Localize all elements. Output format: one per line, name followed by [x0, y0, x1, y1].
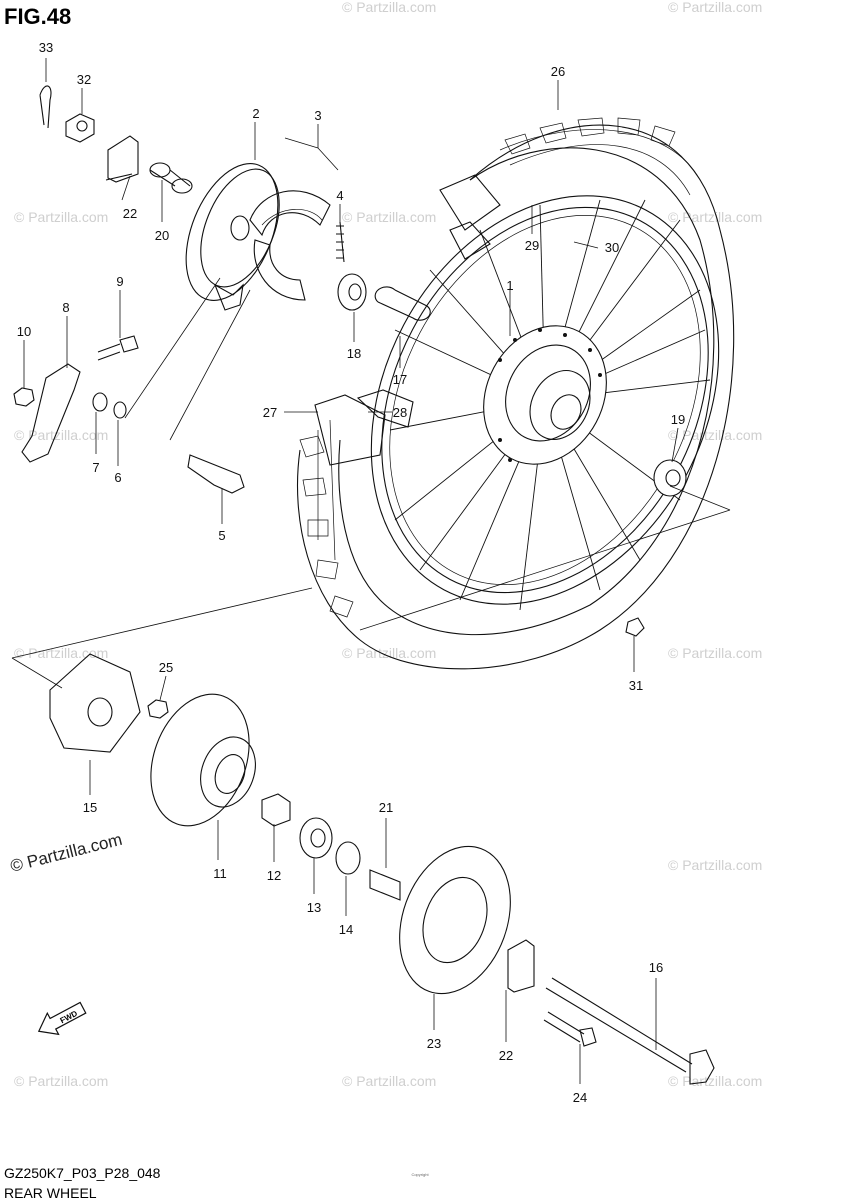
callout-10: 10	[17, 324, 31, 339]
watermark: © Partzilla.com	[668, 857, 762, 873]
brake-shoes-illustration	[249, 190, 331, 301]
bearing-18	[337, 273, 367, 311]
watermark-group: © Partzilla.com © Partzilla.com © Partzi…	[8, 0, 762, 1089]
bearing-19	[653, 459, 687, 497]
rim-and-spokes-illustration	[370, 195, 720, 611]
watermark: © Partzilla.com	[14, 1073, 108, 1089]
callout-27: 27	[263, 405, 277, 420]
axle-16	[545, 977, 715, 1085]
nut-25	[147, 699, 169, 719]
tire-illustration	[297, 117, 735, 670]
torque-arm-8	[21, 363, 81, 463]
callout-14: 14	[339, 922, 353, 937]
callout-22: 22	[123, 206, 137, 221]
cotter-pin-33	[39, 85, 52, 129]
bolt-24	[543, 1011, 597, 1047]
diagram-subtitle: REAR WHEEL	[4, 1185, 97, 1200]
spacer-17	[374, 286, 431, 321]
spring-4	[336, 221, 345, 263]
callout-26: 26	[551, 64, 565, 79]
nut-10	[13, 387, 35, 407]
callout-29: 29	[525, 238, 539, 253]
spacer-21	[369, 869, 401, 901]
watermark: © Partzilla.com	[668, 1073, 762, 1089]
watermark: © Partzilla.com	[14, 209, 108, 225]
guide-line-brake	[124, 277, 251, 441]
callout-28: 28	[393, 405, 407, 420]
callout-18: 18	[347, 346, 361, 361]
callout-25: 25	[159, 660, 173, 675]
callout-21: 21	[379, 800, 393, 815]
chain-adjuster-22-top	[105, 135, 139, 183]
oil-seal-14	[335, 841, 361, 875]
callout-19: 19	[671, 412, 685, 427]
callout-16: 16	[649, 960, 663, 975]
fwd-arrow-icon: FWD	[37, 1001, 87, 1036]
callout-4: 4	[336, 188, 343, 203]
spacer-20	[149, 162, 193, 194]
callout-22-lower: 22	[499, 1048, 513, 1063]
watermark: © Partzilla.com	[14, 427, 108, 443]
brake-cam-5	[187, 454, 245, 494]
ring-6	[113, 401, 127, 419]
watermark: © Partzilla.com	[342, 209, 436, 225]
callout-15: 15	[83, 800, 97, 815]
brake-panel-illustration	[185, 163, 280, 311]
callout-31: 31	[629, 678, 643, 693]
callout-1: 1	[506, 278, 513, 293]
callout-8: 8	[62, 300, 69, 315]
callout-3: 3	[314, 108, 321, 123]
callout-32: 32	[77, 72, 91, 87]
damper-15	[49, 653, 141, 753]
callout-33: 33	[39, 40, 53, 55]
sprocket-carrier-11	[150, 693, 256, 827]
bolt-9	[97, 335, 139, 361]
valve-cap-31	[625, 617, 645, 637]
washer-7	[92, 392, 108, 412]
callout-24: 24	[573, 1090, 587, 1105]
watermark: © Partzilla.com	[342, 0, 436, 15]
watermark-main: © Partzilla.com	[8, 830, 124, 876]
rear-sprocket-23	[399, 845, 511, 995]
watermark: © Partzilla.com	[14, 645, 108, 661]
bearing-13	[299, 817, 333, 859]
callout-7: 7	[92, 460, 99, 475]
callout-20: 20	[155, 228, 169, 243]
callout-5: 5	[218, 528, 225, 543]
watermark: © Partzilla.com	[668, 0, 762, 15]
callout-17: 17	[393, 372, 407, 387]
chain-adjuster-22-bottom	[507, 939, 535, 993]
callout-6: 6	[114, 470, 121, 485]
figure-title: FIG.48	[4, 4, 71, 29]
callout-11: 11	[213, 866, 227, 881]
watermark: © Partzilla.com	[342, 1073, 436, 1089]
guide-line-upper	[11, 485, 731, 689]
watermark: © Partzilla.com	[342, 645, 436, 661]
callout-2: 2	[252, 106, 259, 121]
copyright-note: Copyright	[411, 1172, 429, 1177]
collar-12	[261, 793, 291, 827]
callout-13: 13	[307, 900, 321, 915]
callout-12: 12	[267, 868, 281, 883]
callout-23: 23	[427, 1036, 441, 1051]
model-code: GZ250K7_P03_P28_048	[4, 1165, 161, 1181]
leader-lines	[23, 58, 679, 1084]
callout-9: 9	[116, 274, 123, 289]
castle-nut-32	[65, 113, 95, 143]
watermark: © Partzilla.com	[668, 645, 762, 661]
callout-labels: 33 32 22 20 2 3 4 9 8 10 7 6 5 18 17 26 …	[17, 40, 685, 1105]
callout-30: 30	[605, 240, 619, 255]
